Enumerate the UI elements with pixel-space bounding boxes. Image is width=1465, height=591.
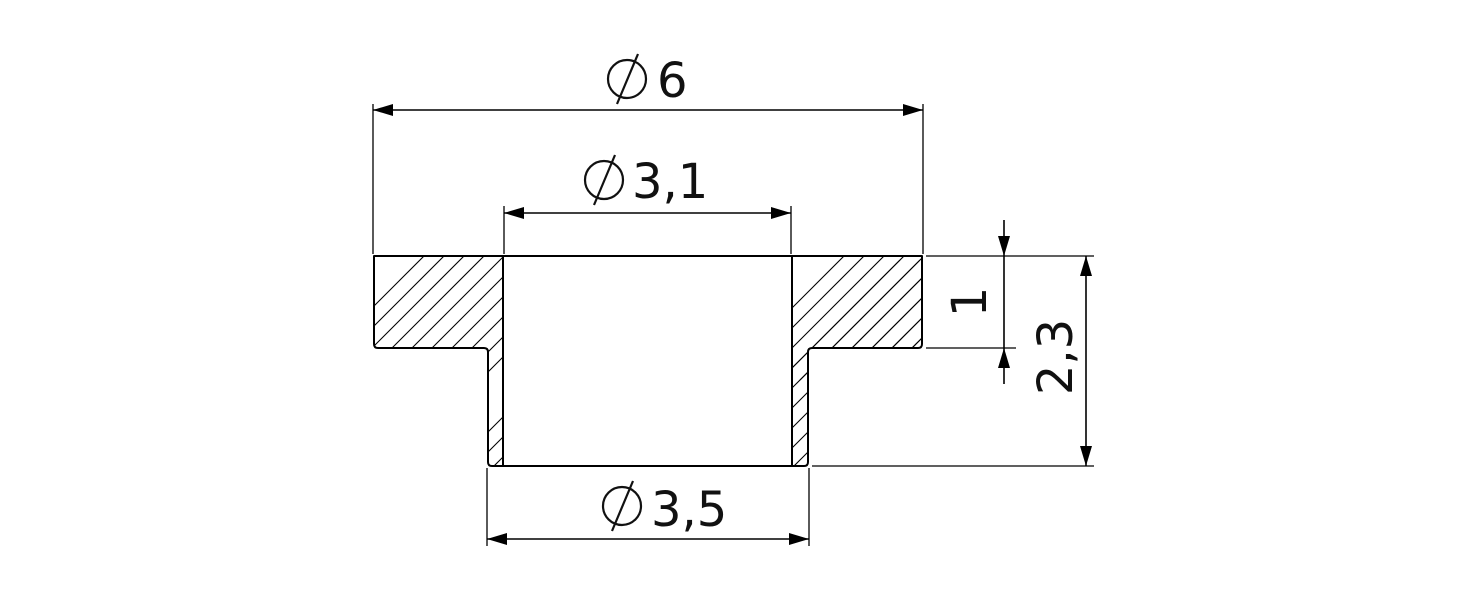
arrowhead (487, 533, 507, 545)
diameter-symbol-icon (606, 53, 648, 105)
extension-lines (372, 104, 1094, 546)
arrowhead (789, 533, 809, 545)
diameter-symbol-icon (601, 480, 643, 532)
bore-diameter-dimension: 3,1 (504, 154, 791, 219)
flange-thickness-dimension: 1 (942, 220, 1010, 384)
right-section-hatch (792, 256, 922, 466)
left-section-hatch (374, 256, 503, 466)
sleeve-diameter-dimension: 3,5 (487, 480, 809, 545)
arrowhead (1080, 256, 1092, 276)
arrowhead (504, 207, 524, 219)
right-section-outline (791, 255, 923, 467)
flange-diameter-value: 6 (657, 53, 688, 109)
flange-diameter-dimension: 6 (373, 53, 923, 116)
total-height-value: 2,3 (1028, 319, 1084, 395)
arrowhead (1080, 446, 1092, 466)
arrowhead (903, 104, 923, 116)
flange-thickness-value: 1 (942, 287, 998, 318)
arrowhead (998, 348, 1010, 368)
arrowhead (771, 207, 791, 219)
total-height-dimension: 2,3 (1028, 256, 1092, 466)
sleeve-diameter-value: 3,5 (651, 482, 727, 538)
arrowhead (998, 236, 1010, 256)
arrowhead (373, 104, 393, 116)
bore-diameter-value: 3,1 (632, 154, 708, 210)
left-section-outline (373, 255, 504, 467)
diameter-symbol-icon (583, 154, 625, 206)
